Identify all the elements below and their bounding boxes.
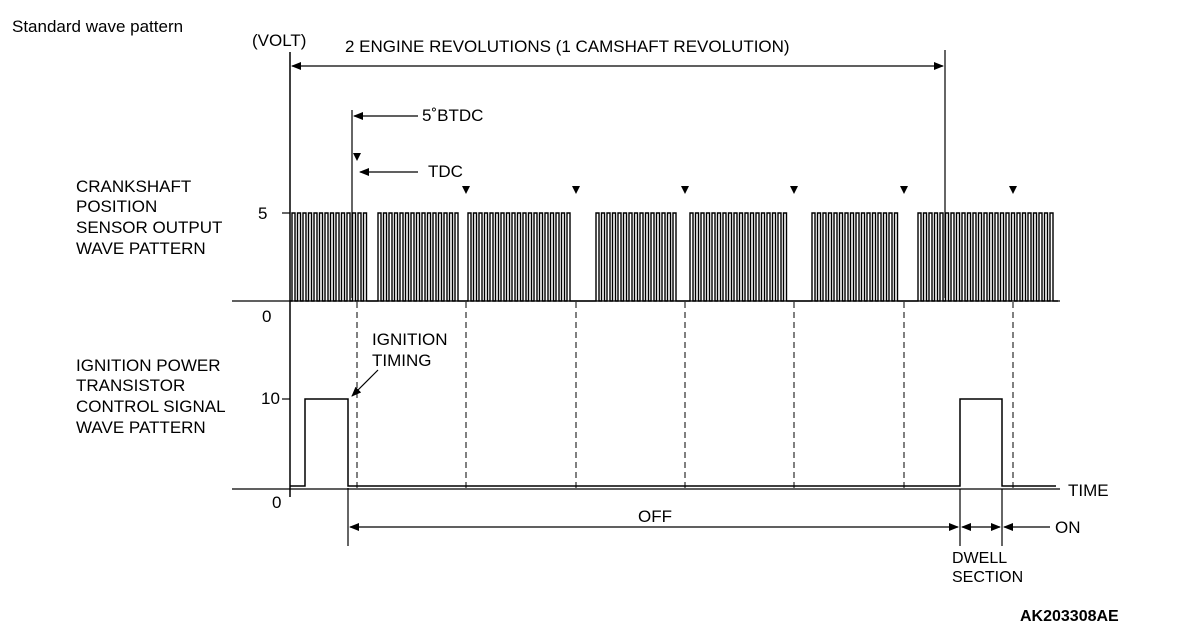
crankshaft-signal-label: CRANKSHAFT POSITION SENSOR OUTPUT WAVE P… xyxy=(76,177,227,258)
on-label: ON xyxy=(1055,518,1081,537)
tdc-marker-icon xyxy=(681,186,689,194)
span-label: 2 ENGINE REVOLUTIONS (1 CAMSHAFT REVOLUT… xyxy=(345,37,790,56)
ignition-timing-arrow xyxy=(351,369,379,397)
crank-high-tick-label: 5 xyxy=(258,204,267,223)
transistor-wave xyxy=(290,398,1056,487)
ignition-timing-label: IGNITION TIMING xyxy=(372,330,452,370)
tdc-label: TDC xyxy=(428,162,463,181)
tdc-marker-icon xyxy=(1009,186,1017,194)
off-label: OFF xyxy=(638,507,672,526)
tdc-marker-icon xyxy=(572,186,580,194)
tdc-marker-icon xyxy=(462,186,470,194)
diagram-title: Standard wave pattern xyxy=(12,17,183,36)
tdc-marker-icon xyxy=(900,186,908,194)
btdc-label: 5˚BTDC xyxy=(422,106,483,125)
tdc-marker-icon xyxy=(353,153,361,161)
transistor-signal-label: IGNITION POWER TRANSISTOR CONTROL SIGNAL… xyxy=(76,356,230,437)
time-axis-label: TIME xyxy=(1068,481,1109,500)
crank-zero-tick-label: 0 xyxy=(262,307,271,326)
y-axis-unit: (VOLT) xyxy=(252,31,306,50)
transistor-high-tick-label: 10 xyxy=(261,389,280,408)
crankshaft-wave xyxy=(290,212,1058,302)
transistor-zero-tick-label: 0 xyxy=(272,493,281,512)
figure-code: AK203308AE xyxy=(1020,608,1119,625)
tdc-markers xyxy=(353,153,1017,489)
tdc-marker-icon xyxy=(790,186,798,194)
dwell-section-label: DWELL SECTION xyxy=(952,550,1023,586)
